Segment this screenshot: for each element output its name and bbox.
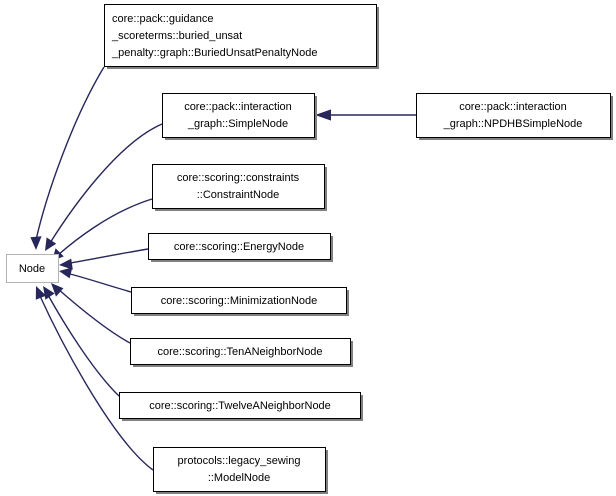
class-box-rect: [6, 254, 59, 283]
class-label-line-1: core::scoring::TenANeighborNode: [157, 346, 322, 358]
edge-npdhb-to-simple: [315, 109, 416, 121]
class-box-rect: [148, 233, 331, 260]
class-label-line-2: _graph::SimpleNode: [187, 118, 288, 130]
arrowhead-icon: [30, 236, 42, 250]
edge-line: [57, 198, 153, 256]
edge-minimization-to-node: [59, 267, 132, 293]
class-box-constraint-node[interactable]: core::scoring::constraints ::ConstraintN…: [152, 164, 328, 212]
node-layer: Node core::pack::guidance _scoreterms::b…: [6, 4, 614, 495]
class-label-line-1: core::scoring::constraints: [177, 172, 300, 184]
arrowhead-icon: [43, 286, 55, 300]
class-label-line-2: ::ConstraintNode: [197, 189, 280, 201]
class-box-rect: [416, 93, 611, 138]
arrowhead-icon: [59, 267, 73, 279]
class-box-energy-node[interactable]: core::scoring::EnergyNode: [148, 233, 334, 263]
edge-line: [49, 123, 163, 244]
edge-line: [57, 288, 131, 344]
class-label-line-1: Node: [19, 263, 45, 275]
edge-energy-to-node: [59, 248, 149, 270]
class-box-rect: [131, 287, 347, 314]
edge-line: [69, 273, 132, 293]
edge-line: [69, 248, 149, 264]
class-label-line-1: protocols::legacy_sewing: [178, 455, 301, 467]
class-box-buried-unsat-penalty-node[interactable]: core::pack::guidance _scoreterms::buried…: [104, 4, 380, 70]
class-box-twelvea-neighbor-node[interactable]: core::scoring::TwelveANeighborNode: [119, 392, 364, 422]
class-box-npdhb-simple-node[interactable]: core::pack::interaction _graph::NPDHBSim…: [416, 93, 614, 141]
class-label-line-1: core::scoring::TwelveANeighborNode: [149, 400, 331, 412]
class-box-rect: [153, 447, 326, 492]
class-label-line-3: _penalty::graph::BuriedUnsatPenaltyNode: [111, 47, 317, 59]
class-label-line-1: core::scoring::MinimizationNode: [161, 295, 318, 307]
edge-line: [47, 294, 120, 397]
edge-model-to-node: [35, 286, 154, 471]
edge-buried-unsat-to-node: [30, 66, 105, 250]
arrowhead-icon: [35, 286, 47, 300]
class-box-rect: [130, 338, 351, 365]
class-label-line-1: core::pack::interaction: [184, 101, 292, 113]
arrowhead-icon: [59, 258, 73, 270]
class-label-line-1: core::scoring::EnergyNode: [174, 241, 304, 253]
class-label-line-2: ::ModelNode: [208, 472, 270, 484]
class-label-line-1: core::pack::guidance: [112, 13, 214, 25]
arrowhead-icon: [51, 283, 64, 297]
class-box-simple-node[interactable]: core::pack::interaction _graph::SimpleNo…: [162, 93, 318, 141]
class-box-minimization-node[interactable]: core::scoring::MinimizationNode: [131, 287, 350, 317]
class-box-rect: [162, 93, 315, 138]
edge-line: [39, 295, 154, 471]
class-box-model-node[interactable]: protocols::legacy_sewing ::ModelNode: [153, 447, 329, 495]
class-label-line-2: _scoreterms::buried_unsat: [111, 30, 242, 42]
edge-line: [35, 66, 105, 241]
arrowhead-icon: [315, 109, 331, 121]
edge-tena-to-node: [51, 283, 131, 344]
arrowhead-icon: [45, 237, 57, 251]
class-box-node-root[interactable]: Node: [6, 254, 59, 283]
class-box-tena-neighbor-node[interactable]: core::scoring::TenANeighborNode: [130, 338, 354, 368]
class-box-rect: [152, 164, 325, 209]
class-label-line-2: _graph::NPDHBSimpleNode: [443, 118, 583, 130]
class-box-rect: [119, 392, 361, 419]
edge-constraint-to-node: [52, 198, 153, 261]
edge-twelvea-to-node: [43, 286, 120, 397]
class-box-rect: [104, 4, 377, 67]
class-label-line-1: core::pack::interaction: [459, 101, 567, 113]
edge-simple-to-node: [45, 123, 163, 251]
